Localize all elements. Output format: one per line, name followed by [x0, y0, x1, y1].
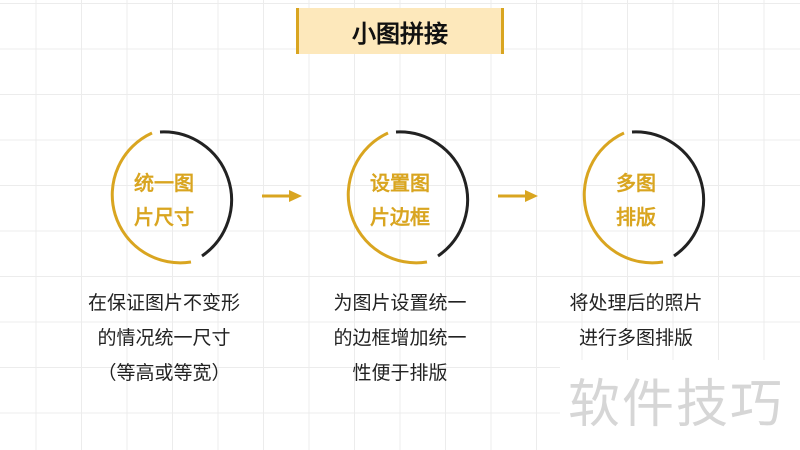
desc-line: 的边框增加统一	[333, 327, 467, 349]
arrow-right-icon	[498, 190, 538, 202]
ring-icon	[582, 130, 706, 265]
ring-icon	[110, 130, 234, 265]
desc-line: 将处理后的照片	[569, 292, 703, 314]
ring-icon	[346, 130, 470, 265]
step-1-description: 在保证图片不变形 的情况统一尺寸 （等高或等宽）	[54, 286, 274, 391]
desc-line: 进行多图排版	[578, 327, 693, 349]
desc-line: 在保证图片不变形	[87, 292, 240, 314]
page-title: 小图拼接	[296, 8, 504, 54]
desc-line: （等高或等宽）	[97, 362, 231, 384]
step-1-line1: 统一图	[134, 171, 194, 195]
watermark: 软件技巧	[568, 375, 785, 435]
desc-line: 为图片设置统一	[333, 292, 467, 314]
step-3-line1: 多图	[616, 171, 656, 195]
step-2-description: 为图片设置统一 的边框增加统一 性便于排版	[290, 286, 510, 391]
step-3-circle: 多图排版	[566, 130, 706, 270]
arrow-right-icon	[262, 190, 302, 202]
desc-line: 的情况统一尺寸	[97, 327, 231, 349]
step-2-line1: 设置图	[370, 171, 430, 195]
step-1-line2: 片尺寸	[134, 205, 194, 229]
step-2-circle: 设置图片边框	[330, 130, 470, 270]
step-1-circle: 统一图片尺寸	[94, 130, 234, 270]
step-3-description: 将处理后的照片 进行多图排版	[526, 286, 746, 356]
step-3-line2: 排版	[616, 205, 656, 229]
desc-line: 性便于排版	[352, 362, 448, 384]
step-2-line2: 片边框	[370, 205, 430, 229]
watermark-overlay	[560, 360, 800, 450]
